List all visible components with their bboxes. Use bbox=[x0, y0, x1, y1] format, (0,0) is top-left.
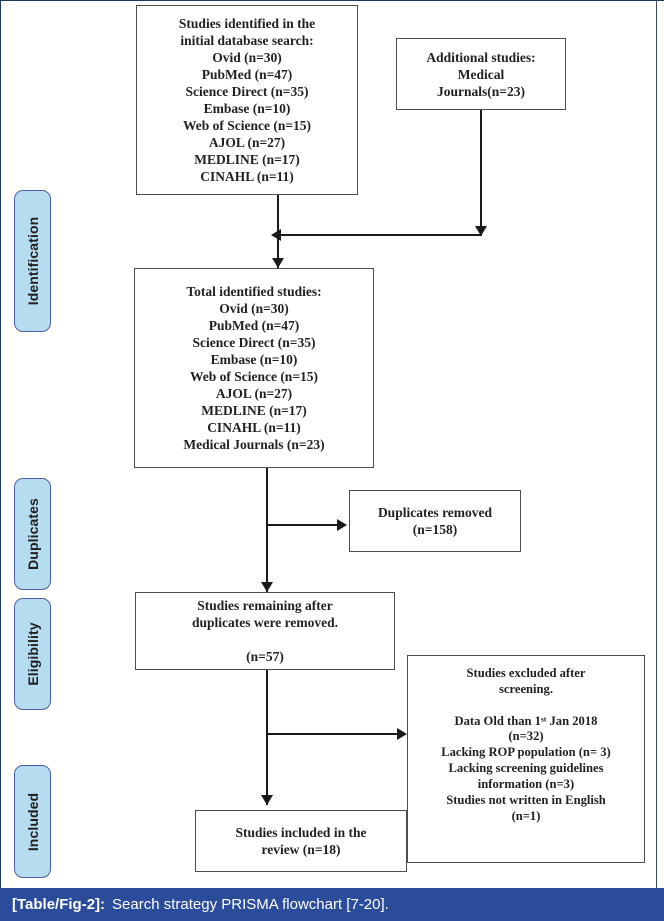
arrowhead-remaining-down bbox=[261, 582, 273, 592]
connector-remaining-down bbox=[266, 670, 268, 805]
figure-top-rule bbox=[0, 0, 664, 1]
box-additional-studies: Additional studies: Medical Journals(n=2… bbox=[396, 38, 566, 110]
connector-duplicates-branch bbox=[268, 524, 338, 526]
arrowhead-total-identified-down bbox=[272, 258, 284, 268]
box-studies-remaining-text: Studies remaining after duplicates were … bbox=[191, 598, 339, 664]
arrowhead-included-down bbox=[261, 795, 273, 805]
box-initial-database-search-text: Studies identified in the initial databa… bbox=[178, 16, 316, 184]
arrowhead-duplicates-right bbox=[337, 519, 347, 531]
stage-chip-included: Included bbox=[14, 765, 51, 878]
box-studies-included: Studies included in the review (n=18) bbox=[195, 810, 407, 872]
stage-label-duplicates: Duplicates bbox=[24, 498, 41, 570]
box-initial-database-search: Studies identified in the initial databa… bbox=[136, 5, 358, 195]
box-duplicates-removed: Duplicates removed (n=158) bbox=[349, 490, 521, 552]
stage-chip-duplicates: Duplicates bbox=[14, 478, 51, 590]
box-studies-remaining: Studies remaining after duplicates were … bbox=[135, 592, 395, 670]
figure-caption-bar: [Table/Fig-2]: Search strategy PRISMA fl… bbox=[0, 888, 664, 921]
figure-caption-tag: [Table/Fig-2]: bbox=[12, 896, 106, 913]
stage-chip-eligibility: Eligibility bbox=[14, 598, 51, 710]
connector-excluded-branch bbox=[268, 733, 399, 735]
connector-total-identified-down bbox=[266, 468, 268, 592]
arrowhead-additional-studies-down bbox=[475, 226, 487, 236]
box-studies-excluded-text: Studies excluded after screening. Data O… bbox=[441, 666, 611, 823]
figure-caption-text: Search strategy PRISMA flowchart [7-20]. bbox=[112, 896, 389, 913]
figure-right-rule bbox=[656, 0, 657, 888]
stage-label-identification: Identification bbox=[24, 216, 41, 306]
connector-additional-studies-down bbox=[480, 110, 482, 229]
arrowhead-merge-left bbox=[271, 229, 281, 241]
arrowhead-excluded-right bbox=[397, 728, 407, 740]
box-studies-excluded: Studies excluded after screening. Data O… bbox=[407, 655, 645, 863]
box-studies-included-text: Studies included in the review (n=18) bbox=[235, 825, 367, 857]
stage-label-included: Included bbox=[24, 792, 41, 851]
stage-chip-identification: Identification bbox=[14, 190, 51, 332]
figure-left-rule bbox=[0, 0, 1, 888]
box-total-identified-studies-text: Total identified studies: Ovid (n=30) Pu… bbox=[183, 284, 325, 452]
box-duplicates-removed-text: Duplicates removed (n=158) bbox=[377, 505, 493, 537]
box-total-identified-studies: Total identified studies: Ovid (n=30) Pu… bbox=[134, 268, 374, 468]
stage-label-eligibility: Eligibility bbox=[24, 622, 41, 686]
box-additional-studies-text: Additional studies: Medical Journals(n=2… bbox=[426, 49, 536, 99]
connector-merge-horizontal bbox=[279, 234, 482, 236]
